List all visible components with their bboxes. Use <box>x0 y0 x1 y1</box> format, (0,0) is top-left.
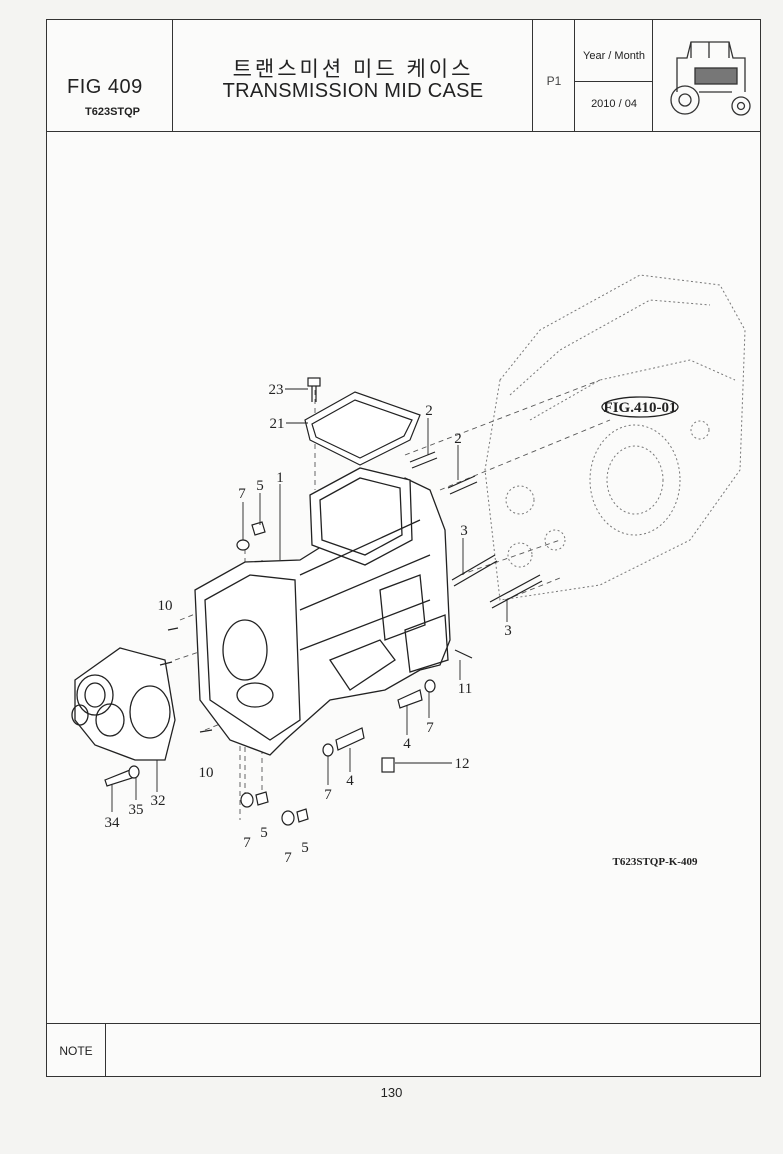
front-cover-32 <box>71 647 176 761</box>
note-row: NOTE <box>47 1023 760 1077</box>
studs <box>409 451 543 659</box>
header-divider <box>172 20 173 131</box>
callout-number: 5 <box>260 825 268 841</box>
header-divider <box>652 20 653 131</box>
reference-callout-frame <box>601 396 679 418</box>
callout-number: 4 <box>403 736 411 752</box>
callout-number: 2 <box>454 431 462 447</box>
page-frame: FIG 409 T623STQP 트랜스미션 미드 케이스 TRANSMISSI… <box>46 19 761 1077</box>
model-code: T623STQP <box>85 106 141 118</box>
callout-number: 4 <box>346 773 354 789</box>
callout-number: 5 <box>301 840 309 856</box>
callout-number: 2 <box>425 403 433 419</box>
callout-number: 3 <box>504 623 512 639</box>
page-code: P1 <box>546 74 562 88</box>
callout-number: 32 <box>151 793 166 809</box>
callout-number: 7 <box>284 850 292 866</box>
reference-figure-label: FIG.410-01 <box>604 400 677 416</box>
figure-number: FIG 409 <box>67 76 143 98</box>
callout-number: 5 <box>256 478 264 494</box>
page-number: 130 <box>380 1085 403 1100</box>
tractor-icon <box>670 41 751 116</box>
callout-number: 11 <box>458 681 472 697</box>
leader-lines <box>111 388 508 812</box>
callout-number: 3 <box>460 523 468 539</box>
callout-number: 23 <box>269 382 284 398</box>
callout-number: 34 <box>105 815 121 831</box>
drawing-code: T623STQP-K-409 <box>612 856 698 868</box>
header-divider <box>574 20 575 131</box>
header-bar: FIG 409 T623STQP 트랜스미션 미드 케이스 TRANSMISSI… <box>47 20 760 132</box>
callout-number: 35 <box>129 802 144 818</box>
callout-number: 1 <box>276 470 284 486</box>
title-korean: 트랜스미션 미드 케이스 <box>232 58 474 81</box>
transmission-mid-case <box>194 467 451 756</box>
year-month-label: Year / Month <box>583 50 645 62</box>
bolt-23 <box>307 377 321 402</box>
header-divider <box>532 20 533 131</box>
year-month-value: 2010 / 04 <box>591 98 637 110</box>
title-english: TRANSMISSION MID CASE <box>222 80 484 102</box>
fasteners <box>104 521 436 826</box>
callout-number: 7 <box>426 720 434 736</box>
callout-number: 10 <box>199 765 214 781</box>
callout-number: 10 <box>158 598 173 614</box>
header-divider <box>575 81 653 82</box>
note-label: NOTE <box>47 1024 106 1077</box>
callout-number: 7 <box>324 787 332 803</box>
callout-number: 21 <box>270 416 285 432</box>
top-cover <box>304 391 421 466</box>
rear-housing-outline <box>484 274 746 601</box>
callout-numbers: 23 21 2 2 7 5 1 3 3 10 10 11 4 7 4 7 12 … <box>105 382 512 866</box>
callout-number: 7 <box>243 835 251 851</box>
callout-number: 7 <box>238 486 246 502</box>
callout-number: 12 <box>455 756 470 772</box>
